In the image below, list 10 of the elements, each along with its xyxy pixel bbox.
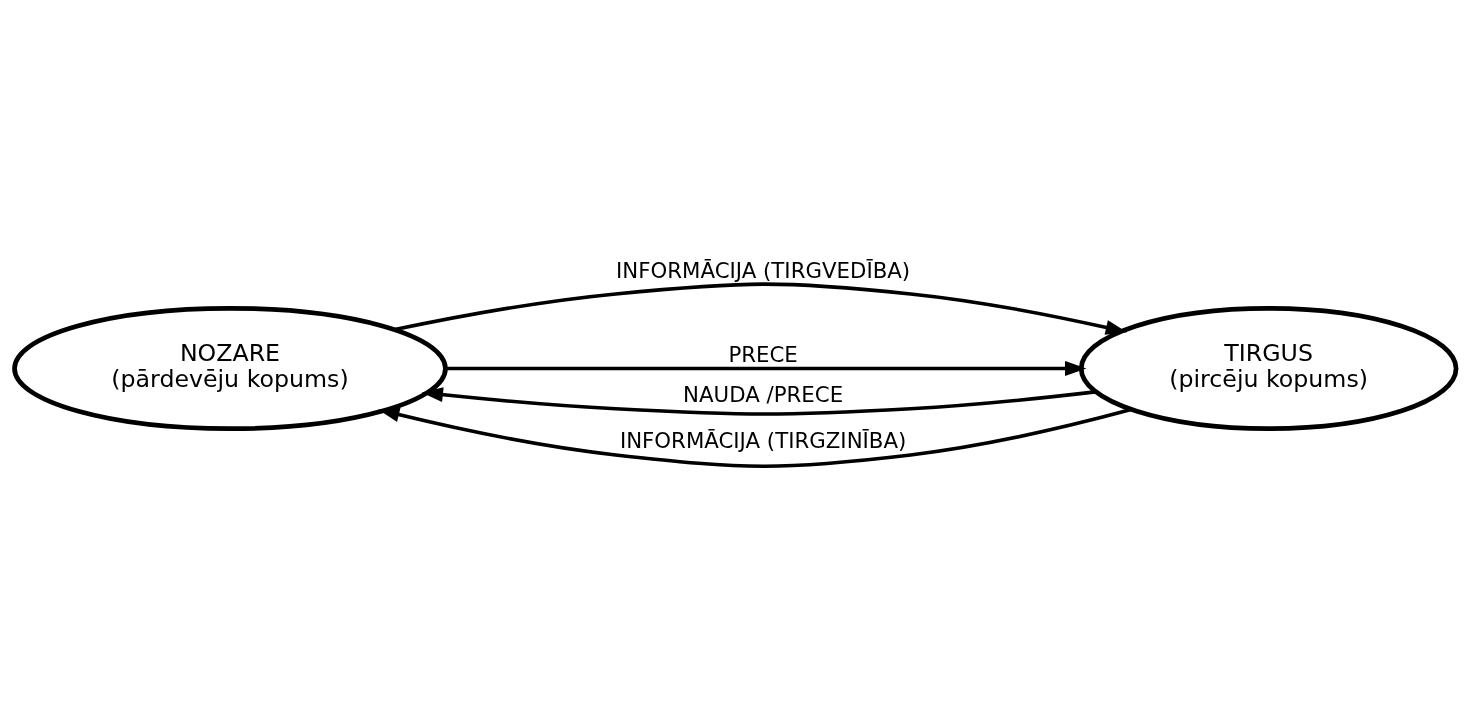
edge-label: INFORMĀCIJA (TIRGVEDĪBA) (616, 257, 911, 283)
edge-label: INFORMĀCIJA (TIRGZINĪBA) (619, 428, 907, 454)
arrow (394, 282, 1128, 335)
edge-label: NAUDA /PRECE (683, 382, 844, 408)
arrow (421, 387, 1096, 416)
node-ellipse: NOZARE (pārdevēju kopums) (12, 305, 448, 432)
node-ellipse: TIRGUS (pircēju kopums) (1078, 305, 1459, 432)
arrow (378, 407, 1132, 468)
edge-label: PRECE (728, 341, 798, 367)
arrow (445, 361, 1087, 376)
